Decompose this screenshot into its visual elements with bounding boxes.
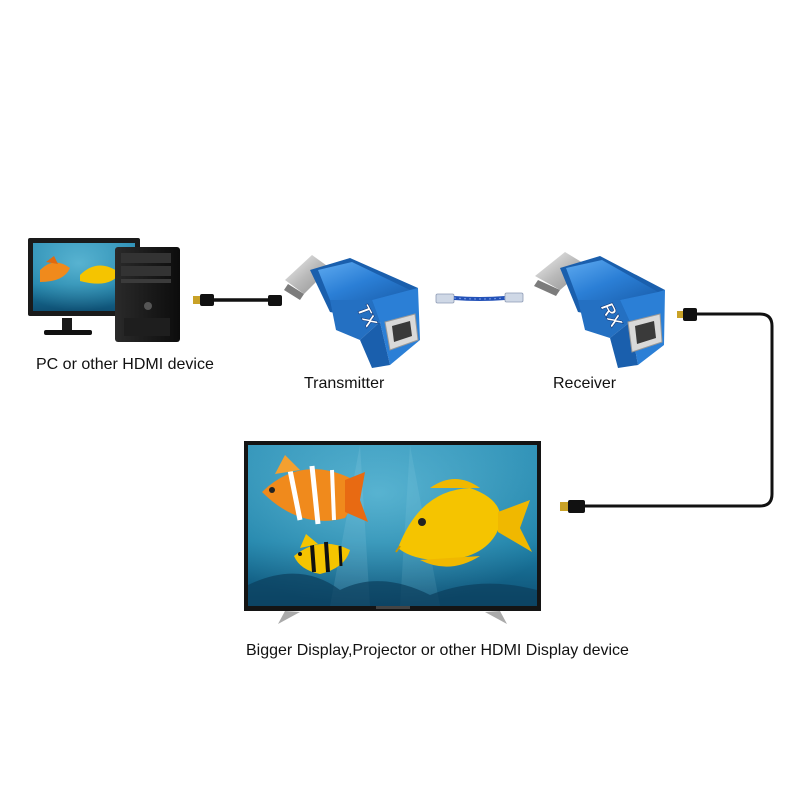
transmitter-label: Transmitter — [304, 375, 385, 392]
ethernet-cable — [435, 292, 524, 304]
hdmi-cable-display — [560, 308, 774, 513]
striped-fish-icon — [294, 534, 350, 574]
transmitter-device: TX — [284, 255, 420, 368]
tv-stand-icon — [278, 611, 507, 624]
display-device-label: Bigger Display,Projector or other HDMI D… — [246, 642, 629, 659]
yellow-fish-icon — [395, 479, 532, 567]
source-device-label: PC or other HDMI device — [36, 356, 214, 373]
rj45-port-icon — [627, 313, 663, 353]
receiver-label: Receiver — [553, 375, 617, 392]
orange-fish-icon — [262, 455, 368, 525]
hdmi-cable-source — [193, 294, 282, 306]
rj45-port-icon — [384, 313, 419, 351]
hdmi-connector-icon — [284, 255, 330, 300]
pc-device — [28, 238, 282, 342]
tv-display — [244, 441, 541, 624]
tv-screen — [248, 445, 537, 606]
pc-tower-icon — [115, 247, 180, 342]
receiver-device: RX — [534, 252, 665, 368]
